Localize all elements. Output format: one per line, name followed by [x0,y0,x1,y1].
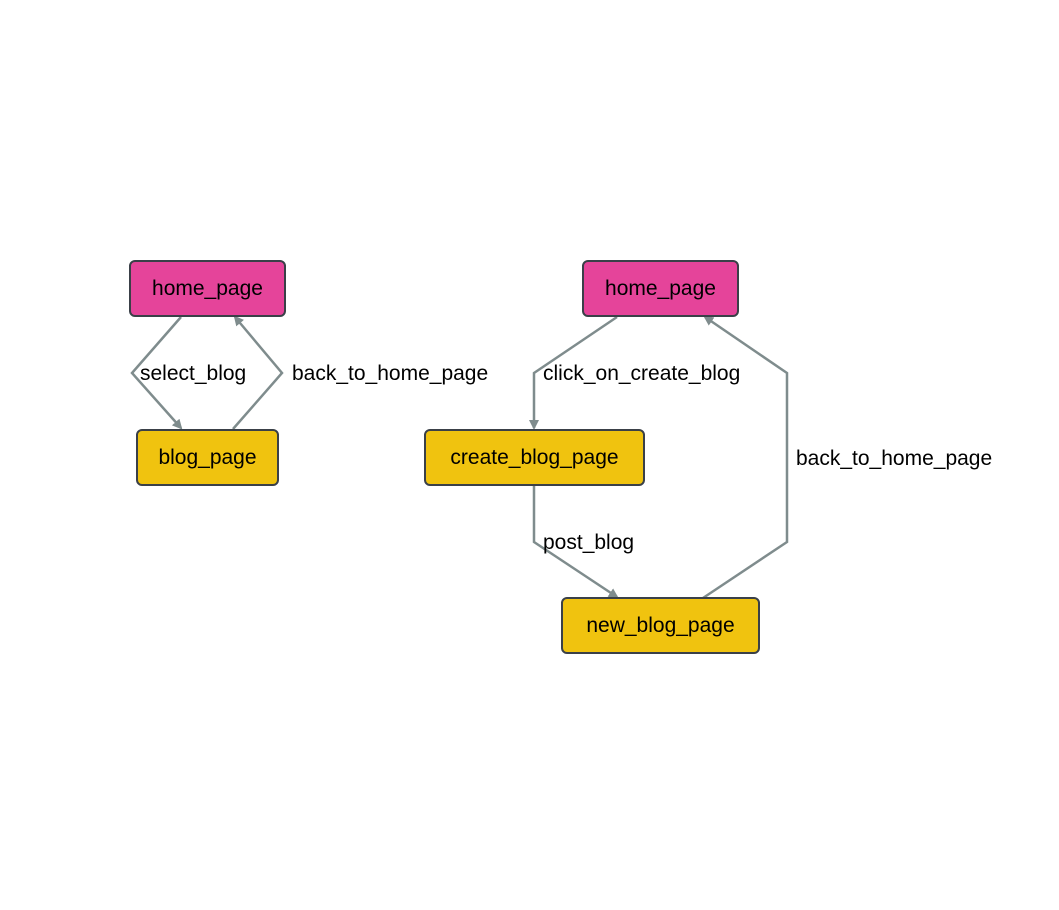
label-back-to-home-page-2: back_to_home_page [796,447,993,470]
label-click-on-create-blog: click_on_create_blog [543,362,741,385]
node-home-page-2: home_page [582,260,739,317]
label-select-blog: select_blog [140,362,247,385]
node-new-blog-page: new_blog_page [561,597,760,654]
edge-post-blog [532,485,619,599]
node-home-page-1: home_page [129,260,286,317]
edge-back-to-home-1 [232,315,284,430]
label-back-to-home-page-1: back_to_home_page [292,362,489,385]
node-create-blog-page: create_blog_page [424,429,645,486]
edge-select-blog [130,316,183,430]
edge-back-to-home-2 [702,315,789,600]
edge-click-on-create-blog [529,315,618,430]
label-post-blog: post_blog [543,531,635,554]
node-blog-page: blog_page [136,429,279,486]
